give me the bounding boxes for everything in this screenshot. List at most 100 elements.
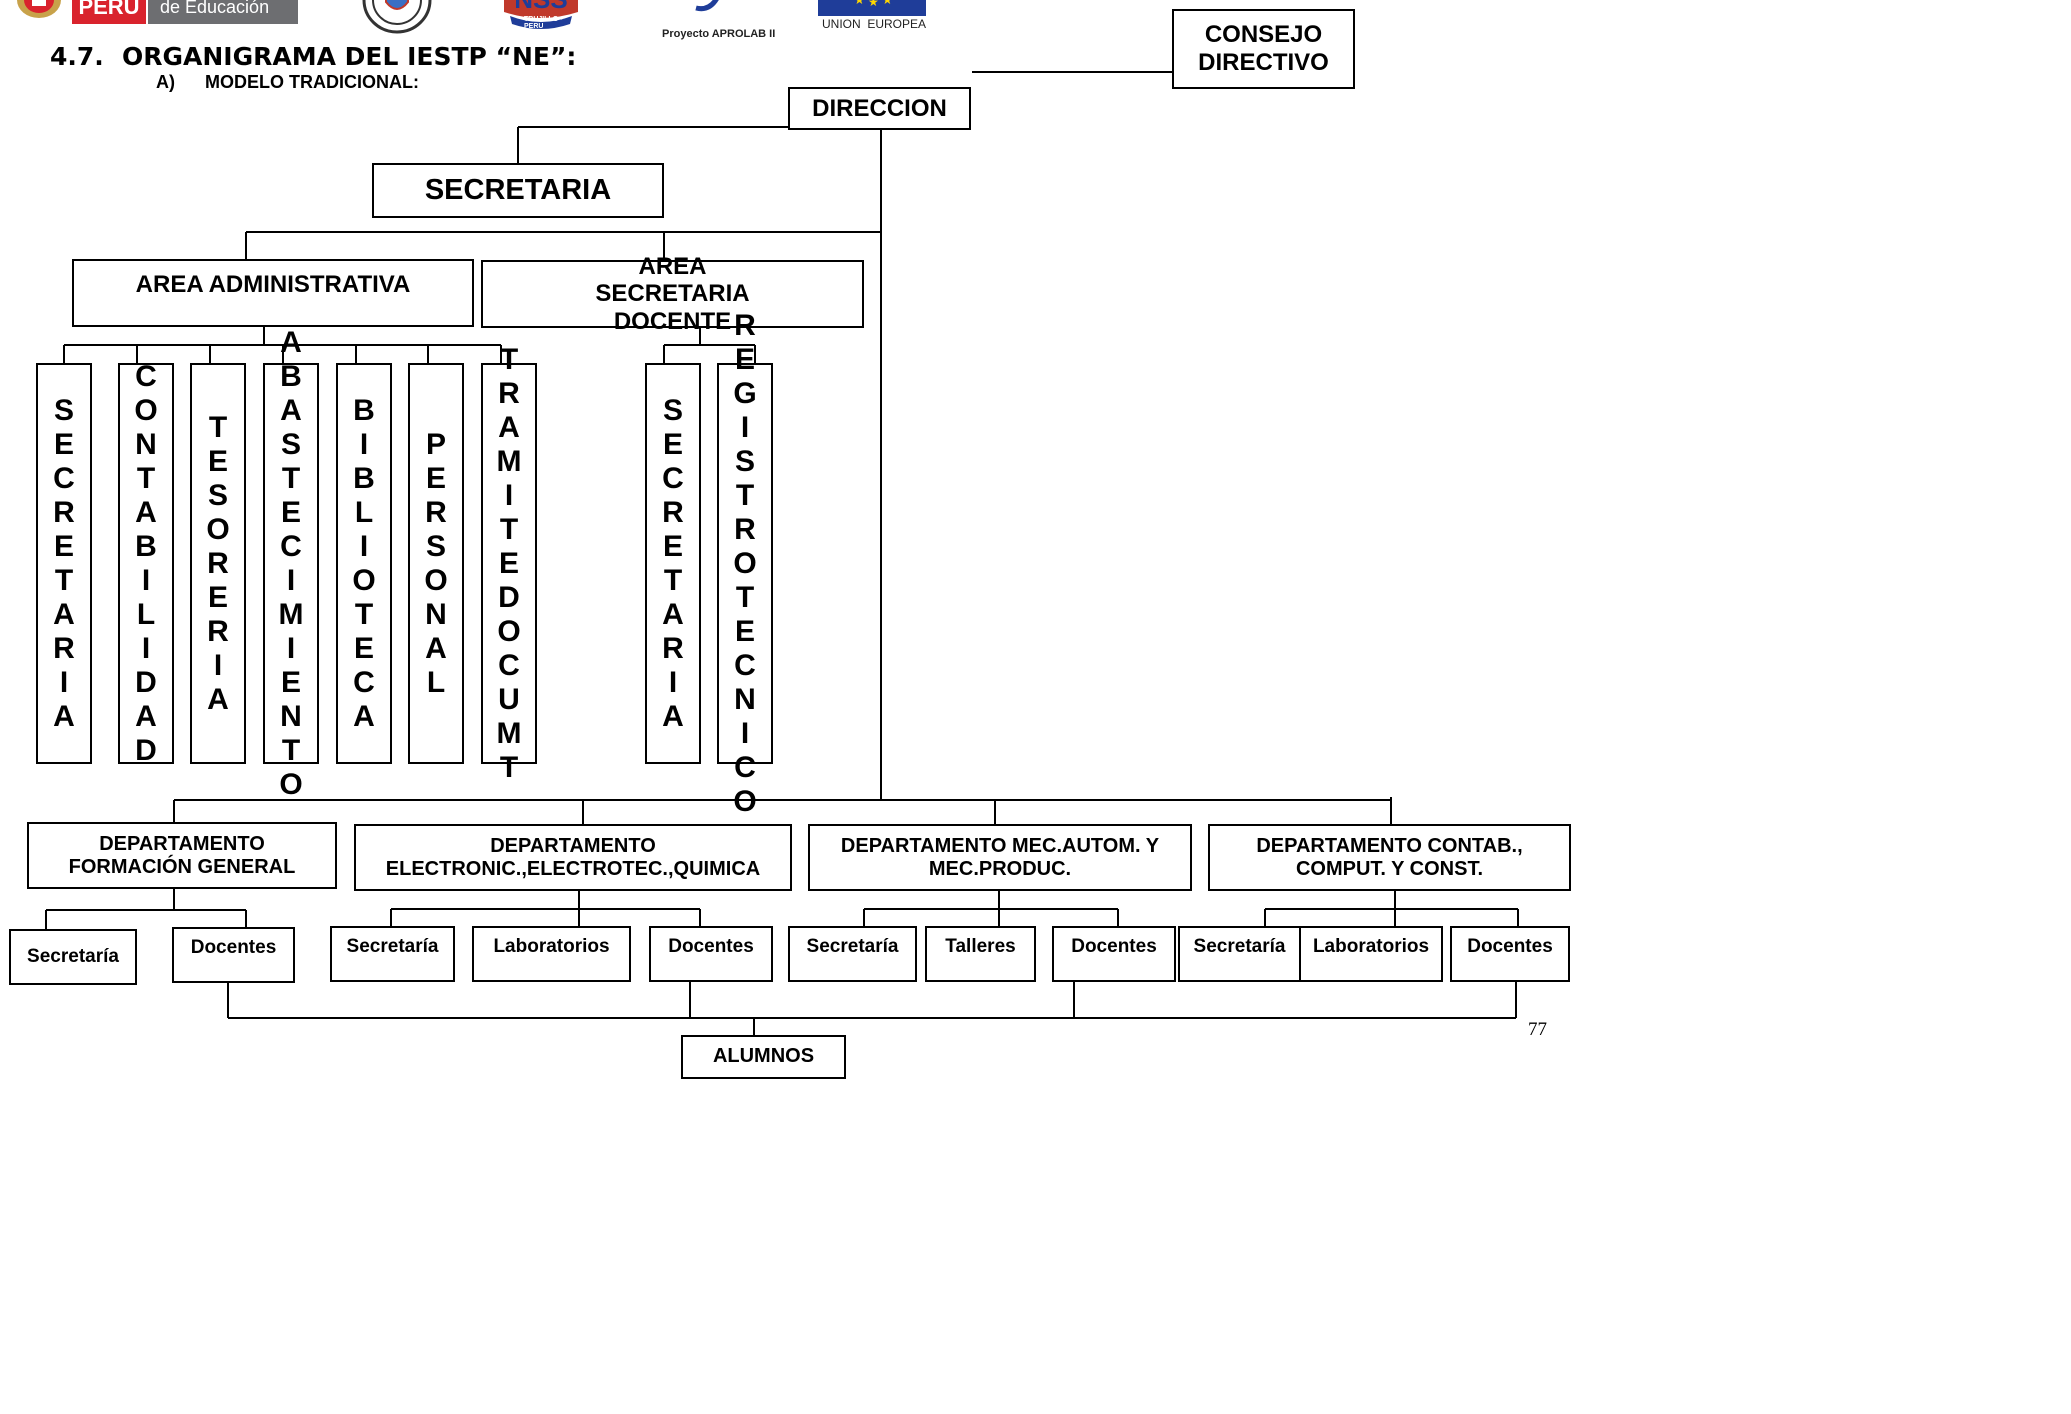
- vertical-letter: R: [498, 376, 520, 410]
- section-number: 4.7.: [50, 42, 104, 71]
- vertical-letter: A: [135, 495, 157, 529]
- area-administrativa-label: AREA ADMINISTRATIVA: [135, 271, 411, 298]
- vertical-letter: C: [498, 648, 520, 682]
- vertical-letter: E: [280, 665, 301, 699]
- subsection-letter: A): [156, 72, 175, 92]
- sub-unit-label: Docentes: [190, 937, 277, 958]
- sub-unit-label: Laboratorios: [493, 936, 610, 957]
- vertical-letter: D: [135, 733, 157, 767]
- vertical-letter: E: [425, 461, 446, 495]
- sub-unit-label: Talleres: [945, 936, 1016, 957]
- vertical-letter: E: [280, 495, 301, 529]
- vertical-letter: D: [135, 665, 157, 699]
- sub-unit-label: Secretaría: [346, 936, 439, 957]
- vertical-letter: O: [279, 767, 303, 801]
- vertical-letter: L: [136, 597, 156, 631]
- vertical-letter: D: [498, 580, 520, 614]
- sub-unit-label: Docentes: [668, 936, 754, 957]
- vertical-letter: R: [53, 631, 75, 665]
- vertical-letter: T: [499, 750, 519, 784]
- vertical-letter: A: [53, 699, 75, 733]
- d3-talleres-box: Talleres: [925, 926, 1036, 982]
- eu-label: UNION EUROPEA: [822, 17, 927, 31]
- sub-unit-label: Secretaría: [27, 946, 119, 968]
- vertical-letter: S: [280, 427, 301, 461]
- sub-unit-label: Docentes: [1467, 936, 1553, 957]
- vertical-letter: P: [425, 427, 446, 461]
- vertical-letter: R: [207, 614, 229, 648]
- institute-crest-logo: [362, 0, 432, 38]
- vertical-letter: O: [206, 512, 230, 546]
- vertical-letter: C: [734, 750, 756, 784]
- d1-secretaria-box: Secretaría: [9, 929, 137, 985]
- alumnos-label: ALUMNOS: [712, 1045, 815, 1067]
- vertical-letter: T: [354, 597, 374, 631]
- vertical-letter: S: [662, 393, 683, 427]
- d3-docentes-box: Docentes: [1052, 926, 1176, 982]
- vertical-letter: R: [662, 495, 684, 529]
- subsection-title: MODELO TRADICIONAL:: [205, 72, 419, 92]
- vertical-letter: S: [425, 529, 446, 563]
- vertical-letter: M: [278, 597, 304, 631]
- vertical-letter: C: [662, 461, 684, 495]
- vertical-letter: O: [733, 784, 757, 818]
- vertical-letter: C: [353, 665, 375, 699]
- d4-secretaria-box: Secretaría: [1178, 926, 1301, 982]
- vertical-letter: O: [733, 546, 757, 580]
- vertical-letter: R: [734, 308, 756, 342]
- direccion-label: DIRECCION: [812, 94, 947, 122]
- vertical-letter: A: [280, 393, 302, 427]
- trujillo-label: TRUJILLO - PERU: [524, 16, 563, 30]
- vertical-letter: O: [352, 563, 376, 597]
- vertical-letter: E: [53, 427, 74, 461]
- ministry-label: de Educación: [160, 0, 270, 17]
- aprolab-logo: [690, 0, 730, 12]
- vertical-letter: E: [662, 529, 683, 563]
- vertical-letter: I: [59, 665, 69, 699]
- vertical-letter: T: [208, 410, 228, 444]
- d3-secretaria-box: Secretaría: [788, 926, 917, 982]
- vertical-letter: I: [286, 631, 296, 665]
- vertical-letter: I: [359, 427, 369, 461]
- d4-laboratorios-box: Laboratorios: [1299, 926, 1443, 982]
- vertical-letter: S: [53, 393, 74, 427]
- vertical-letter: N: [425, 597, 447, 631]
- ministry-gray-block: de Educación: [148, 0, 298, 24]
- vertical-letter: E: [207, 580, 228, 614]
- vertical-letter: B: [135, 529, 157, 563]
- vertical-letter: R: [662, 631, 684, 665]
- department-electronica: DEPARTAMENTO ELECTRONIC.,ELECTROTEC.,QUI…: [354, 824, 792, 891]
- vertical-letter: T: [735, 478, 755, 512]
- vertical-letter: T: [735, 580, 755, 614]
- vertical-letter: E: [734, 342, 755, 376]
- sub-unit-label: Docentes: [1071, 936, 1157, 957]
- vertical-letter: A: [353, 699, 375, 733]
- nss-text: NSS: [514, 0, 567, 14]
- vertical-letter: G: [733, 376, 757, 410]
- department-label: DEPARTAMENTO FORMACIÓN GENERAL: [68, 832, 296, 878]
- vertical-letter: C: [53, 461, 75, 495]
- vertical-letter: I: [286, 563, 296, 597]
- sub-unit-label: Secretaría: [1193, 936, 1286, 957]
- vertical-letter: A: [662, 597, 684, 631]
- area-secretaria-docente-label: AREA SECRETARIA DOCENTE: [595, 252, 750, 335]
- vertical-letter: A: [662, 699, 684, 733]
- peru-shield-logo: [14, 0, 64, 22]
- department-formacion-general: DEPARTAMENTO FORMACIÓN GENERAL: [27, 822, 337, 889]
- vertical-letter: E: [53, 529, 74, 563]
- vertical-letter: E: [498, 546, 519, 580]
- vertical-letter: L: [426, 665, 446, 699]
- vertical-letter: B: [280, 359, 302, 393]
- vertical-letter: I: [668, 665, 678, 699]
- d1-docentes-box: Docentes: [172, 927, 295, 983]
- vertical-letter: R: [425, 495, 447, 529]
- vertical-letter: O: [134, 393, 158, 427]
- vertical-letter: T: [136, 461, 156, 495]
- nss-logo: NSS TRUJILLO - PERU: [500, 0, 582, 32]
- svg-text:★: ★: [868, 0, 879, 9]
- peru-red-block: PERÚ: [72, 0, 146, 24]
- vertical-letter: C: [280, 529, 302, 563]
- secretaria-box: SECRETARIA: [372, 163, 664, 218]
